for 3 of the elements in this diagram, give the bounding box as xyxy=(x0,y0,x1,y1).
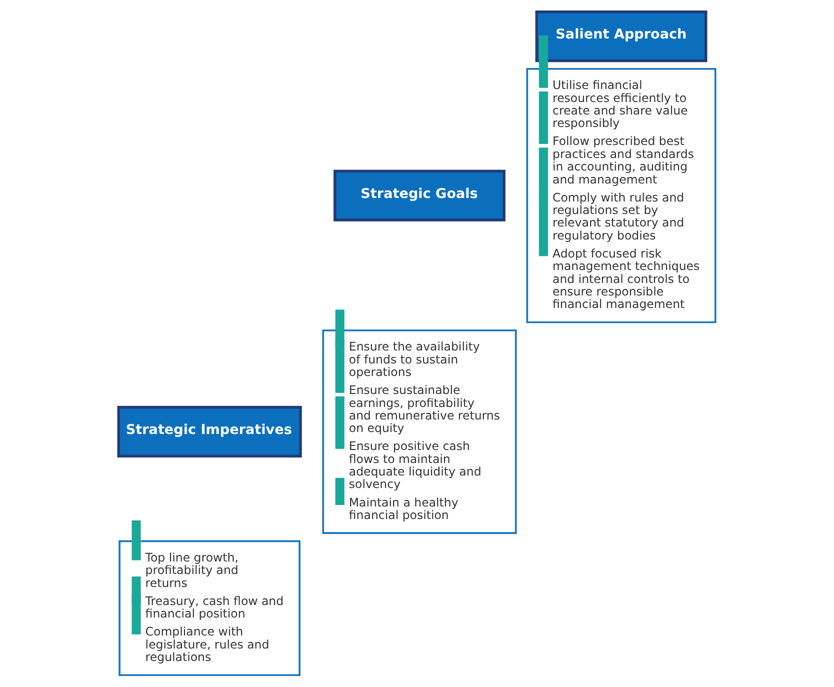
node-box: Strategic Goals xyxy=(334,170,506,222)
node-box: Salient Approach xyxy=(535,10,708,62)
node-box: Strategic Imperatives xyxy=(117,406,302,458)
